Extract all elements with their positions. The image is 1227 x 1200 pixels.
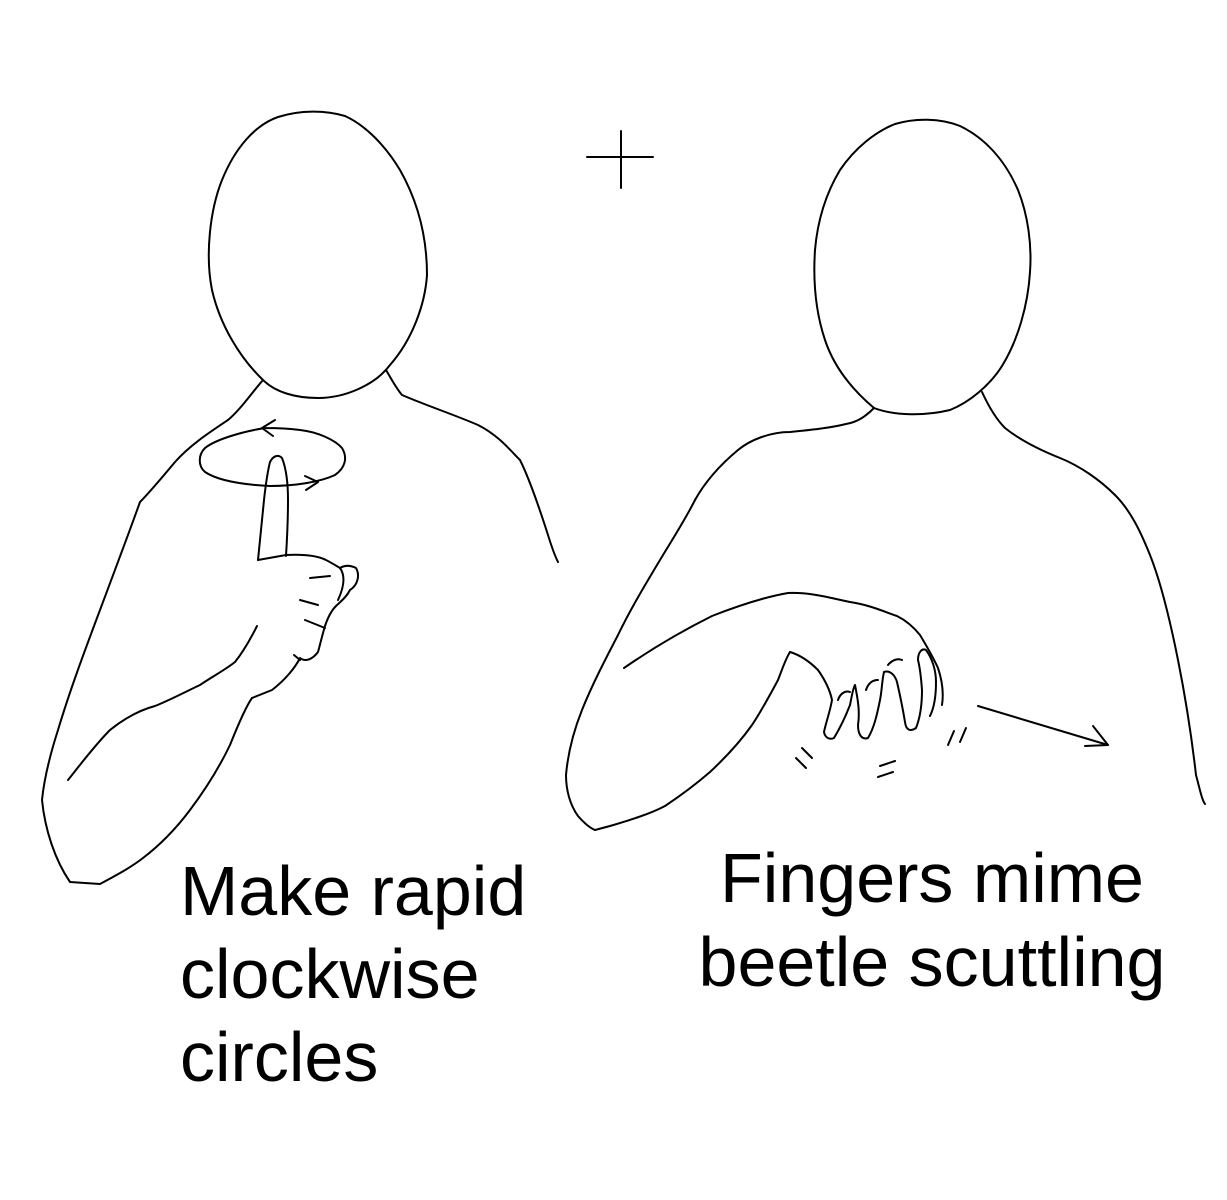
clockwise-circle-indicator — [198, 419, 347, 491]
left-caption-line-1: Make rapid — [180, 852, 527, 930]
left-signer — [41, 110, 559, 885]
left-torso-left — [41, 501, 253, 885]
left-finger-crease — [293, 567, 345, 661]
arrow-right-icon — [304, 475, 319, 491]
left-caption: Make rapid clockwise circles — [180, 850, 526, 1099]
right-finger-joints — [837, 658, 903, 701]
arrow-left-icon — [261, 419, 276, 437]
right-neck-shoulder-right — [981, 391, 1206, 805]
right-head — [813, 118, 1032, 416]
circle-path — [198, 427, 347, 487]
right-signer — [565, 118, 1206, 831]
arrow-right-movement-icon — [977, 705, 1109, 747]
left-neck-shoulder-right — [385, 369, 559, 563]
right-forearm-lower — [594, 651, 791, 831]
right-torso-left — [565, 499, 696, 831]
left-index-finger — [257, 454, 289, 561]
right-caption-line-2: beetle scuttling — [698, 923, 1166, 1001]
right-neck-shoulder-left — [694, 407, 875, 501]
scuttle-marks — [795, 727, 967, 778]
left-head — [207, 110, 428, 399]
plus-marker — [586, 130, 654, 189]
right-caption-line-1: Fingers mime — [720, 839, 1144, 917]
left-forearm-lower — [67, 625, 258, 781]
left-caption-line-2: clockwise — [180, 935, 480, 1013]
left-hand — [251, 553, 359, 699]
right-caption: Fingers mime beetle scuttling — [672, 836, 1192, 1004]
left-caption-line-3: circles — [180, 1018, 379, 1096]
right-forearm-upper — [623, 591, 944, 706]
left-neck-shoulder-left — [139, 379, 264, 503]
right-hand-fingers — [789, 648, 937, 740]
